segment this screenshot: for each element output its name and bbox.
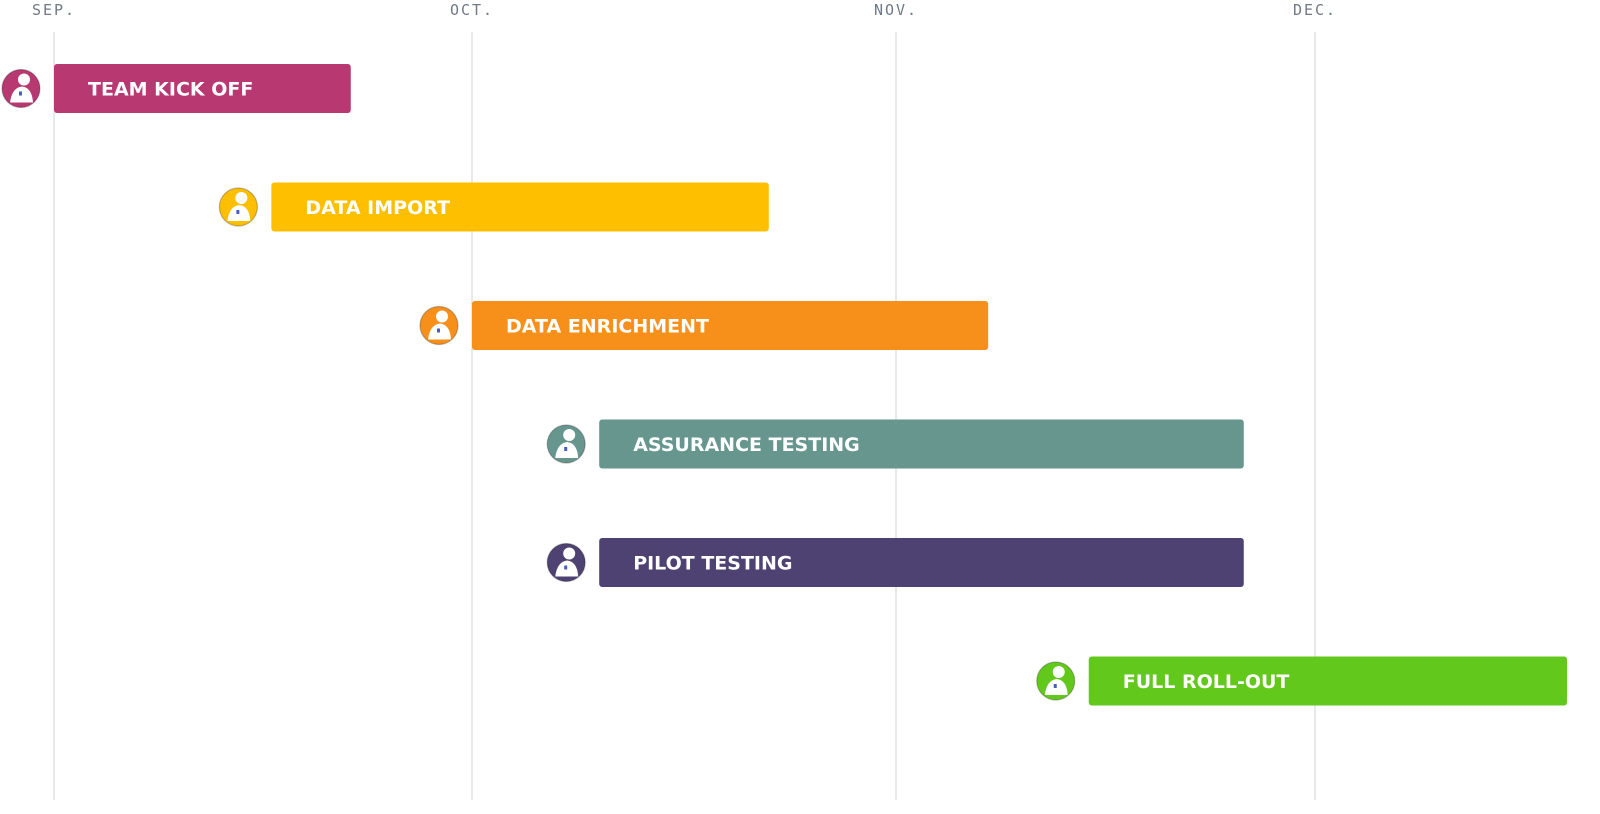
task-row-data-enrichment: DATA ENRICHMENT [419, 301, 989, 350]
task-bar-data-enrichment[interactable] [472, 301, 989, 350]
person-avatar-icon [419, 305, 459, 346]
task-bar-pilot-testing[interactable] [599, 538, 1244, 587]
task-label-assurance-testing: ASSURANCE TESTING [633, 434, 860, 456]
task-row-pilot-testing: PILOT TESTING [546, 538, 1244, 587]
task-bar-data-import[interactable] [271, 182, 769, 232]
month-label-nov: NOV. [874, 1, 918, 19]
person-avatar-icon [546, 424, 587, 464]
task-label-data-enrichment: DATA ENRICHMENT [506, 316, 709, 338]
person-avatar-icon [1, 68, 41, 109]
person-avatar-icon [218, 187, 259, 227]
task-row-assurance-testing: ASSURANCE TESTING [546, 419, 1244, 469]
month-label-sep: SEP. [32, 1, 76, 19]
task-label-full-roll-out: FULL ROLL-OUT [1123, 671, 1290, 693]
task-row-data-import: DATA IMPORT [218, 182, 769, 232]
person-avatar-icon [1035, 661, 1076, 701]
month-label-oct: OCT. [450, 1, 494, 19]
person-avatar-icon [546, 542, 587, 583]
task-bar-team-kick-off[interactable] [54, 64, 351, 113]
task-row-team-kick-off: TEAM KICK OFF [1, 64, 351, 113]
task-label-data-import: DATA IMPORT [305, 197, 450, 219]
task-bars: TEAM KICK OFF DATA IMPORT DATA ENRICHMENT A… [1, 64, 1567, 706]
task-label-pilot-testing: PILOT TESTING [633, 553, 792, 575]
month-label-dec: DEC. [1293, 1, 1337, 19]
task-row-full-roll-out: FULL ROLL-OUT [1035, 656, 1567, 706]
task-label-team-kick-off: TEAM KICK OFF [88, 79, 253, 101]
task-bar-full-roll-out[interactable] [1088, 656, 1567, 706]
task-bar-assurance-testing[interactable] [599, 419, 1244, 469]
